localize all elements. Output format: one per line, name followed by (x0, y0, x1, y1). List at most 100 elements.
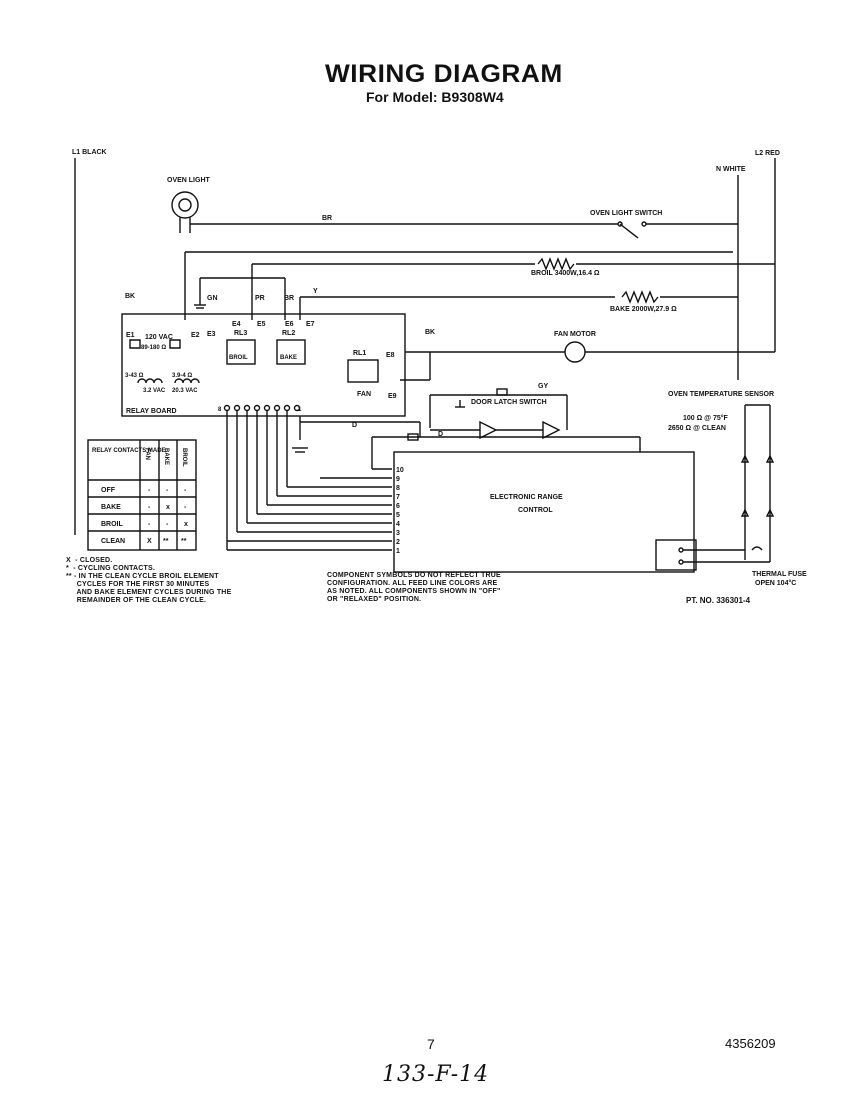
svg-text:-: - (166, 521, 169, 528)
page-title: WIRING DIAGRAM (325, 60, 563, 88)
ohm-label: 89-180 Ω (141, 345, 166, 351)
svg-text:FAN: FAN (144, 448, 150, 460)
broil-relay (226, 339, 256, 365)
transformer-coil-2 (174, 378, 200, 384)
wire-label-br-top: BR (322, 215, 332, 222)
svg-text:CONTROL: CONTROL (518, 507, 553, 514)
broil-element (537, 257, 575, 271)
wire-label-gn: GN (207, 295, 218, 302)
latch-switch-no (479, 420, 498, 440)
latch-switch-c (542, 420, 561, 440)
document-number: 4356209 (725, 1036, 776, 1051)
svg-text:-: - (148, 521, 151, 528)
relay-contacts-table: RELAY CONTACTS MADE FAN BAKE BROIL OFF -… (87, 439, 197, 551)
e8-label: E8 (386, 352, 395, 359)
svg-text:5: 5 (396, 512, 400, 519)
svg-text:CLEAN: CLEAN (101, 538, 125, 545)
svg-text:BAKE: BAKE (101, 504, 121, 511)
svg-text:7: 7 (396, 494, 400, 501)
wire-label-br-mid: BR (284, 295, 294, 302)
svg-text:3: 3 (396, 530, 400, 537)
transformer-coil-1 (137, 378, 163, 384)
svg-text:OPEN 104°C: OPEN 104°C (755, 579, 796, 587)
page-number: 7 (427, 1036, 435, 1052)
wire-label-pr: PR (255, 295, 265, 302)
svg-text:6: 6 (396, 503, 400, 510)
e2-label: E2 (191, 332, 200, 339)
svg-text:BAKE: BAKE (163, 448, 169, 465)
pin1-label: 1 (298, 407, 302, 413)
svg-text:2: 2 (396, 539, 400, 546)
pin8-label: 8 (218, 407, 222, 413)
l1-label: L1 BLACK (72, 149, 107, 156)
svg-text:BROIL: BROIL (101, 521, 124, 528)
oven-temp-sensor-label: OVEN TEMPERATURE SENSOR (668, 391, 774, 398)
handwritten-annotation: 133-F-14 (382, 1062, 490, 1087)
erc-pin-labels: 10 9 8 7 6 5 4 3 2 1 (396, 467, 404, 555)
svg-text:x: x (184, 521, 188, 528)
svg-text:BROIL: BROIL (229, 355, 248, 361)
svg-text:**: ** (163, 538, 169, 545)
svg-text:FAN: FAN (357, 391, 371, 398)
e1-label: E1 (126, 332, 135, 339)
svg-text:1: 1 (396, 548, 400, 555)
n-label: N WHITE (716, 166, 746, 173)
t2-label: 3.9-4 Ω (172, 373, 192, 379)
e3-label: E3 (207, 331, 216, 338)
svg-text:X: X (147, 538, 152, 545)
svg-text:100 Ω @ 75°F: 100 Ω @ 75°F (683, 414, 729, 422)
relay-board (121, 313, 406, 417)
svg-text:BAKE: BAKE (280, 355, 297, 361)
oven-light-label: OVEN LIGHT (167, 177, 211, 184)
svg-text:-: - (148, 487, 151, 494)
legend-notes: X - CLOSED. * - CYCLING CONTACTS. ** - I… (66, 557, 232, 604)
svg-text:-: - (148, 504, 151, 511)
e7-label: E7 (306, 321, 315, 328)
model-subtitle: For Model: B9308W4 (366, 89, 504, 105)
wire-label-d-right: D (438, 431, 443, 438)
rl1-label: RL1 (353, 350, 366, 357)
svg-text:9: 9 (396, 476, 400, 483)
rl2-label: RL2 (282, 330, 295, 337)
broil-label: BROIL 3400W,16.4 Ω (531, 270, 600, 277)
svg-text:4: 4 (396, 521, 400, 528)
e9-label: E9 (388, 393, 397, 400)
svg-text:-: - (166, 487, 169, 494)
svg-text:2650 Ω @ CLEAN: 2650 Ω @ CLEAN (668, 425, 726, 432)
wire-label-bk-left: BK (125, 293, 135, 300)
sensor-connector (655, 539, 697, 571)
svg-text:-: - (184, 504, 187, 511)
wire-label-gy: GY (538, 383, 548, 390)
e5-label: E5 (257, 321, 266, 328)
svg-text:-: - (184, 487, 187, 494)
svg-text:8: 8 (396, 485, 400, 492)
svg-text:RELAY CONTACTS MADE: RELAY CONTACTS MADE (92, 448, 166, 454)
svg-text:10: 10 (396, 467, 404, 474)
bake-element (621, 290, 659, 304)
e6-label: E6 (285, 321, 294, 328)
oven-light-switch (619, 223, 639, 239)
component-notes: COMPONENT SYMBOLS DO NOT REFLECT TRUE CO… (327, 572, 501, 603)
fan-motor-label: FAN MOTOR (554, 331, 596, 338)
rl3-label: RL3 (234, 330, 247, 337)
svg-text:x: x (166, 504, 170, 511)
wire-label-bk-right: BK (425, 329, 435, 336)
oven-light-switch-label: OVEN LIGHT SWITCH (590, 210, 662, 217)
fan-motor (564, 341, 586, 363)
t3-label: 3.2 VAC (143, 388, 166, 394)
t1-label: 3-43 Ω (125, 373, 144, 379)
relay-board-label: RELAY BOARD (126, 408, 177, 415)
vac120-label: 120 VAC (145, 334, 173, 341)
oven-light-bulb (171, 191, 199, 219)
relay-board-connector (223, 404, 301, 412)
erc-pin-wires (226, 411, 392, 551)
e4-label: E4 (232, 321, 241, 328)
svg-text:BROIL: BROIL (181, 448, 187, 467)
part-number: PT. NO. 336301-4 (686, 596, 751, 605)
thermal-fuse (751, 546, 763, 551)
svg-text:ELECTRONIC RANGE: ELECTRONIC RANGE (490, 494, 563, 501)
l2-label: L2 RED (755, 150, 780, 157)
door-latch-switch-label: DOOR LATCH SWITCH (471, 399, 547, 406)
t4-label: 20.3 VAC (172, 388, 198, 394)
